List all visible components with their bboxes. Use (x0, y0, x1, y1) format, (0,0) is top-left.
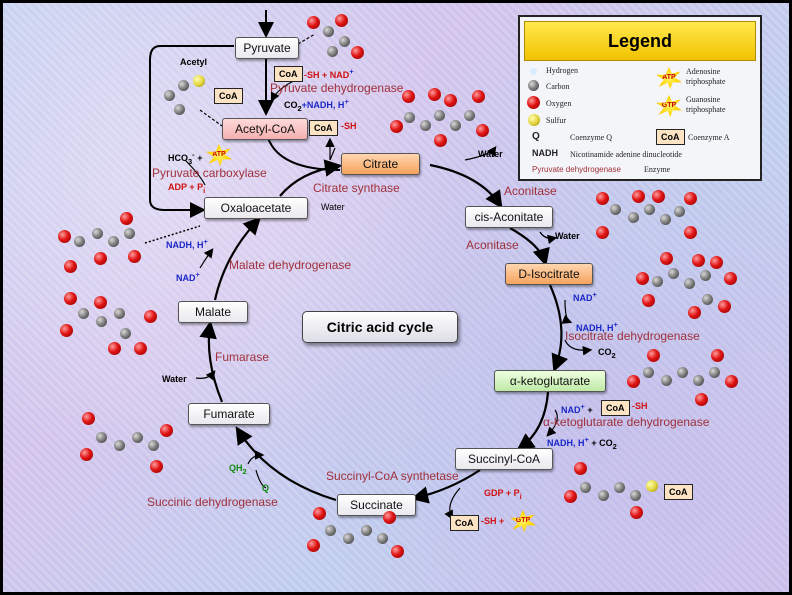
legend-gtp-icon: GTP (656, 95, 682, 117)
legend-atp: Adenosine triphosphate (686, 67, 726, 86)
legend-title: Legend (524, 21, 756, 61)
cycle-arc-oxaloacetate-to-citrate (279, 159, 343, 197)
legend-gtp: Guanosine triphosphate (686, 95, 726, 114)
legend-sulfur: Sulfur (546, 116, 566, 125)
legend-carbon: Carbon (546, 82, 570, 91)
legend-oxygen: Oxygen (546, 99, 572, 108)
metabolite-acetyl-coa[interactable]: Acetyl-CoA (222, 118, 308, 140)
carbon-icon (528, 80, 539, 91)
label-nad-akg: NAD+ + (561, 402, 593, 415)
molecule-succinyl-coa-icon: CoA (562, 460, 702, 520)
enzyme-aconitase-1: Aconitase (504, 184, 557, 198)
molecule-akg-icon (625, 345, 740, 406)
legend-nadh-symbol: NADH (532, 148, 558, 158)
label-acetyl: Acetyl (180, 57, 208, 67)
cycle-arc-aconitate-to-isocitrate (509, 227, 550, 267)
legend-enzyme-example: Pyruvate dehydrogenase (532, 165, 621, 174)
molecule-cis-aconitate-icon (592, 190, 702, 250)
metabolite-oxaloacetate[interactable]: Oxaloacetate (204, 197, 308, 219)
metabolite-succinyl-coa[interactable]: Succinyl-CoA (455, 448, 553, 470)
label-sh-plus-succinyl: -SH + (481, 516, 505, 526)
metabolite-fumarate[interactable]: Fumarate (188, 403, 270, 425)
diagram-title: Citric acid cycle (302, 311, 458, 343)
enzyme-pyruvate-dehydrogenase: Pyruvate dehydrogenase (270, 81, 404, 95)
cycle-arc-fumarate-to-malate (199, 320, 224, 403)
label-adp-pi: ADP + Pi (168, 182, 206, 195)
sulfur-icon (528, 114, 540, 126)
label-water-fumarase: Water (162, 374, 187, 384)
cycle-arc-succinate-to-fumarate (235, 426, 337, 502)
coa-tag-succinyl: CoA (450, 515, 479, 531)
coa-tag-citrate-synthase: CoA (309, 120, 338, 136)
label-hco3: HCO3- + (168, 150, 203, 166)
cycle-arc-malate-to-oxaloacetate (213, 216, 262, 301)
enzyme-succinic-dehydrogenase: Succinic dehydrogenase (147, 495, 278, 509)
enzyme-citrate-synthase: Citrate synthase (313, 181, 400, 195)
label-sh-plus-nad: -SH + NAD+ (304, 67, 354, 80)
cycle-arc-isocitrate-to-akg (548, 284, 569, 373)
molecule-isocitrate-icon (632, 252, 742, 324)
legend-coq-symbol: Q (532, 131, 540, 142)
metabolite-succinate[interactable]: Succinate (337, 494, 416, 516)
label-nadh-co2-akg: NADH, H+ + CO2 (547, 435, 617, 451)
coa-tag-acetyl: CoA (214, 88, 243, 104)
oxygen-icon (527, 96, 540, 109)
legend-panel: Legend Hydrogen Carbon Oxygen Sulfur ATP… (518, 15, 762, 181)
cycle-arc-citrate-to-aconitate (429, 163, 503, 209)
enzyme-pyruvate-carboxylase: Pyruvate carboxylase (152, 166, 267, 180)
molecule-acetyl-icon (160, 72, 210, 120)
enzyme-aconitase-2: Aconitase (466, 238, 519, 252)
metabolite-pyruvate[interactable]: Pyruvate (235, 37, 299, 59)
enzyme-malate-dehydrogenase: Malate dehydrogenase (229, 258, 352, 272)
legend-atp-icon: ATP (656, 67, 682, 89)
coa-tag-succinyl-molecule: CoA (664, 484, 693, 500)
molecule-malate-icon (58, 290, 168, 365)
molecule-oxaloacetate-icon (54, 212, 149, 277)
cycle-arc-akg-to-succinylcoa (516, 391, 550, 451)
legend-hydrogen: Hydrogen (546, 66, 578, 75)
label-water-citrate: Water (321, 202, 345, 212)
enzyme-alpha-kg-dehydrogenase: α-ketoglutarate dehydrogenase (543, 415, 710, 429)
hydrogen-icon (530, 68, 537, 75)
metabolite-cis-aconitate[interactable]: cis-Aconitate (465, 206, 553, 228)
label-co2-nadh: CO2+NADH, H+ (284, 97, 349, 113)
label-sh-citrate: -SH (341, 121, 357, 131)
label-water-aconitase: Water (555, 231, 580, 241)
label-nad-malate: NAD+ (176, 270, 200, 283)
molecule-citrate-icon (388, 80, 489, 150)
legend-coq: Coenzyme Q (570, 133, 612, 142)
label-qh2: QH2 (229, 463, 247, 476)
label-sh-akg: -SH (632, 401, 648, 411)
metabolite-d-isocitrate[interactable]: D-Isocitrate (505, 263, 593, 285)
label-water-citrate-out: Water (478, 149, 503, 159)
label-nad-isocitrate: NAD+ (573, 290, 597, 303)
molecule-succinate-icon (305, 505, 415, 565)
label-nadh-malate: NADH, H+ (166, 237, 208, 250)
molecule-fumarate-icon (78, 410, 188, 485)
label-gdp-pi: GDP + Pi (484, 488, 522, 501)
coa-tag-akg: CoA (601, 400, 630, 416)
label-q: Q (262, 483, 270, 493)
label-co2-isocitrate: CO2 (598, 347, 616, 360)
enzyme-fumarase: Fumarase (215, 350, 270, 364)
molecule-pyruvate-icon (305, 12, 365, 62)
metabolite-alpha-ketoglutarate[interactable]: α-ketoglutarate (494, 370, 606, 392)
legend-enzyme: Enzyme (644, 165, 671, 174)
label-nadh-isocitrate: NADH, H+ (576, 320, 618, 333)
metabolite-citrate[interactable]: Citrate (341, 153, 420, 175)
cycle-arc-succinylcoa-to-succinate (410, 469, 481, 504)
enzyme-succinyl-coa-synthetase: Succinyl-CoA synthetase (326, 469, 459, 483)
coa-tag-pyruvate: CoA (274, 66, 303, 82)
enzyme-isocitrate-dehydrogenase: Isocitrate dehydrogenase (565, 329, 700, 343)
metabolite-malate[interactable]: Malate (178, 301, 248, 323)
legend-nadh: Nicotinamide adenine dinucleotide (570, 150, 682, 159)
legend-coa: Coenzyme A (688, 133, 730, 142)
legend-coa-symbol: CoA (656, 129, 685, 145)
